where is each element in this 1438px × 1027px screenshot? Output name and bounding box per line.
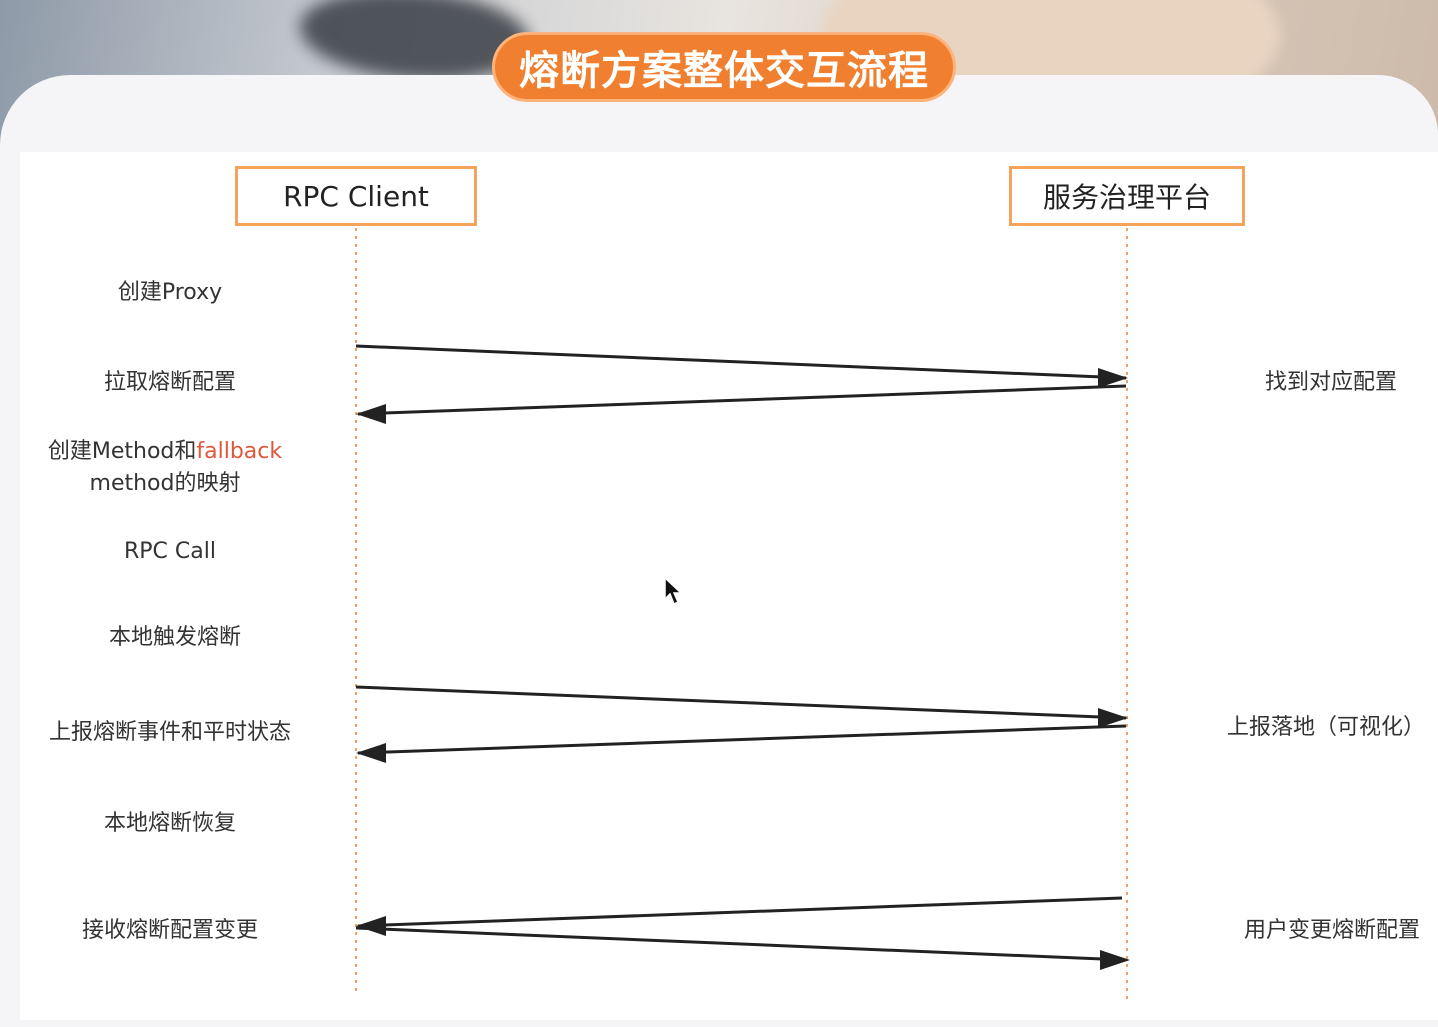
arrowhead: [356, 916, 386, 936]
step-report-event: 上报熔断事件和平时状态: [48, 720, 291, 745]
step-create-mapping-keyword: fallback: [196, 439, 283, 464]
step-create-mapping: 创建Method和fallback method的映射: [20, 436, 310, 500]
step-find-config: 找到对应配置: [1264, 370, 1397, 395]
arrowhead: [1098, 708, 1128, 728]
mouse-cursor-icon: [664, 577, 683, 606]
step-rpc-call: RPC Call: [124, 539, 216, 564]
diagram-canvas: [20, 152, 1438, 1020]
step-local-trigger: 本地触发熔断: [108, 625, 241, 650]
arrowhead: [356, 743, 386, 763]
arrowhead: [356, 404, 386, 424]
step-local-recover: 本地熔断恢复: [103, 811, 236, 836]
arrow-config-change-push: [357, 896, 1123, 928]
arrow-pull-config-response: [357, 384, 1127, 416]
step-create-mapping-text: method的映射: [89, 471, 241, 496]
arrowhead: [1100, 950, 1130, 970]
arrow-config-change-ack: [355, 926, 1127, 962]
arrow-pull-config-request: [355, 344, 1127, 380]
arrowhead: [1098, 368, 1128, 388]
title-banner: 熔断方案整体交互流程: [492, 32, 956, 102]
step-user-change: 用户变更熔断配置: [1243, 918, 1420, 943]
arrow-report-response: [357, 724, 1127, 755]
arrow-report-request: [355, 685, 1127, 720]
step-receive-change: 接收熔断配置变更: [81, 918, 258, 943]
step-create-mapping-text: 创建Method和: [47, 439, 197, 464]
step-pull-config: 拉取熔断配置: [103, 370, 236, 395]
actor-governance-platform: 服务治理平台: [1009, 166, 1245, 226]
step-report-store: 上报落地（可视化）: [1226, 715, 1425, 740]
page-title: 熔断方案整体交互流程: [519, 48, 929, 94]
step-create-proxy: 创建Proxy: [117, 280, 223, 305]
actor-rpc-client: RPC Client: [235, 166, 477, 226]
